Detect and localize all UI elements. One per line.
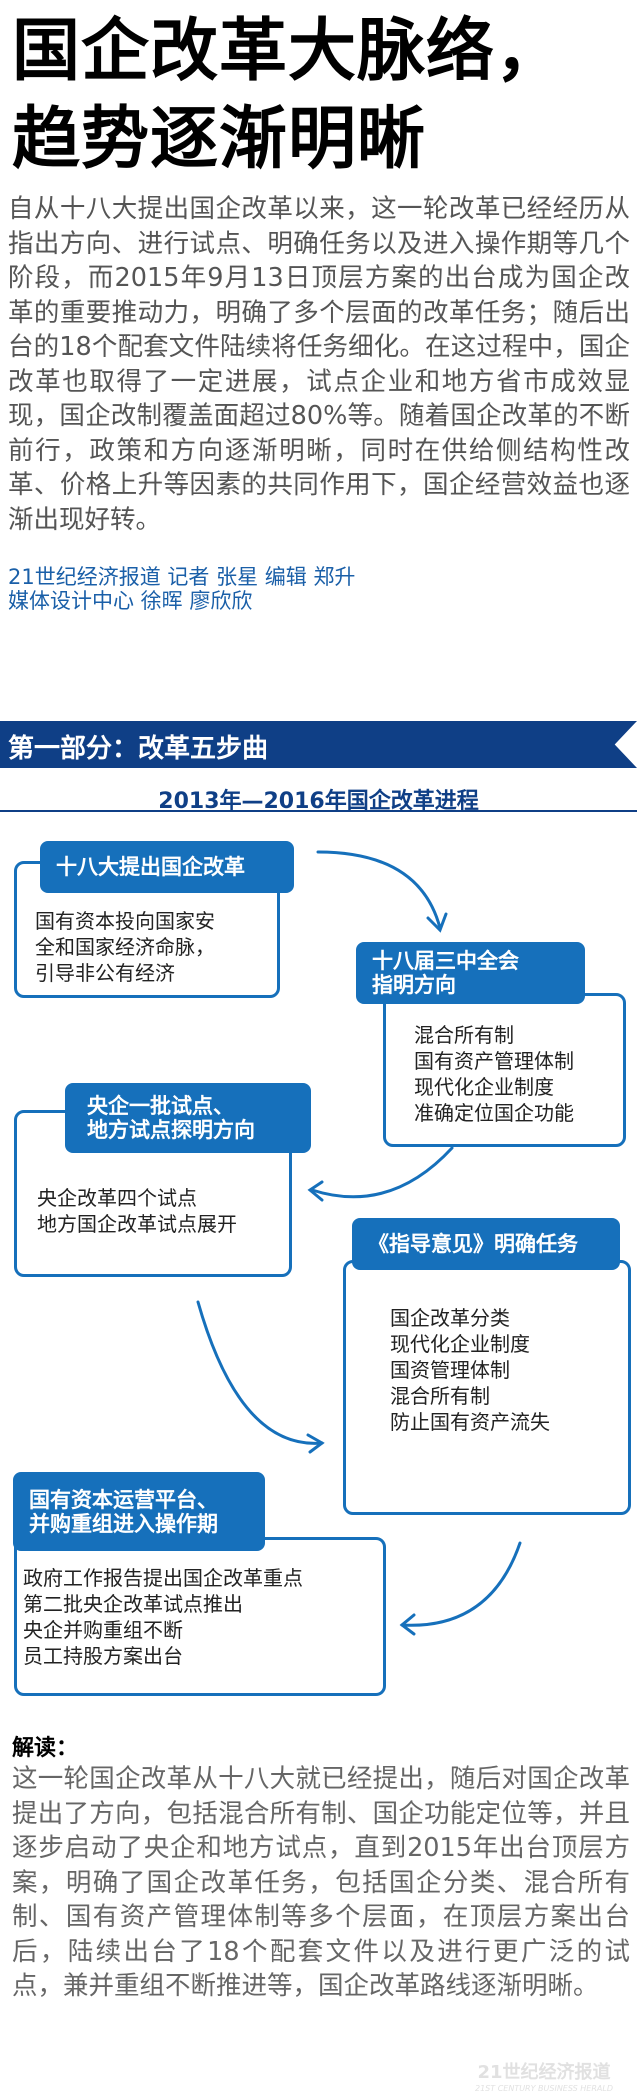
section-banner-label: 第一部分：改革五步曲 [8,734,269,764]
arrow-icon-2 [307,1146,454,1202]
list-item: 国有资本投向国家安 [35,909,215,933]
step-4-header: 《指导意见》明确任务 [352,1218,620,1270]
list-item: 防止国有资产流失 [390,1410,550,1434]
list-item: 准确定位国企功能 [414,1101,574,1125]
byline: 21世纪经济报道 记者 张星 编辑 郑升 媒体设计中心 徐晖 廖欣欣 [8,565,355,613]
arrow-icon-3 [196,1300,325,1454]
watermark-en: 21ST CENTURY BUSINESS HERALD [475,2084,613,2093]
list-item: 员工持股方案出台 [23,1644,183,1668]
arrow-icon-1 [316,850,448,933]
byline-design: 媒体设计中心 徐晖 廖欣欣 [8,589,253,613]
step-4-items: 国企改革分类现代化企业制度国资管理体制混合所有制防止国有资产流失 [390,1305,550,1435]
list-item: 国企改革分类 [390,1306,510,1330]
step-header-line: 国有资本运营平台、 [29,1487,218,1512]
step-header-line: 十八大提出国企改革 [56,855,245,879]
page-title: 国企改革大脉络， 趋势逐渐明晰 [12,8,637,184]
list-item: 引导非公有经济 [35,961,175,985]
step-5-items: 政府工作报告提出国企改革重点第二批央企改革试点推出央企并购重组不断员工持股方案出… [23,1565,303,1669]
step-3-items: 央企改革四个试点地方国企改革试点展开 [37,1185,237,1237]
step-5-header: 国有资本运营平台、并购重组进入操作期 [13,1472,265,1551]
step-1-header: 十八大提出国企改革 [40,841,294,893]
step-header-line: 指明方向 [372,973,456,997]
section-subtitle: 2013年—2016年国企改革进程 [158,789,479,814]
section-banner: 第一部分：改革五步曲 [0,721,637,768]
step-1-items: 国有资本投向国家安全和国家经济命脉，引导非公有经济 [35,908,215,986]
step-2-header: 十八届三中全会指明方向 [356,942,585,1004]
list-item: 政府工作报告提出国企改革重点 [23,1566,303,1590]
step-header-line: 十八届三中全会 [372,949,519,973]
list-item: 国有资产管理体制 [414,1049,574,1073]
list-item: 混合所有制 [390,1384,490,1408]
arrow-icon-4 [399,1541,522,1636]
byline-reporter: 21世纪经济报道 记者 张星 编辑 郑升 [8,565,356,589]
step-header-line: 《指导意见》明确任务 [368,1232,578,1256]
list-item: 央企改革四个试点 [37,1186,197,1210]
list-item: 国资管理体制 [390,1358,510,1382]
list-item: 地方国企改革试点展开 [37,1212,237,1236]
step-2-box [383,993,626,1147]
step-4-box [343,1260,631,1515]
intro-paragraph: 自从十八大提出国企改革以来，这一轮改革已经经历从指出方向、进行试点、明确任务以及… [8,194,630,535]
watermark-logo: 21世纪经济报道 21ST CENTURY BUSINESS HERALD [475,2058,613,2093]
list-item: 混合所有制 [414,1023,514,1047]
list-item: 全和国家经济命脉， [35,935,215,959]
step-5-box [14,1537,386,1696]
step-header-line: 并购重组进入操作期 [29,1511,218,1536]
list-item: 现代化企业制度 [390,1332,530,1356]
analysis-title: 解读： [12,1736,79,1761]
step-header-line: 央企一批试点、 [87,1094,234,1118]
watermark-cn: 21世纪经济报道 [477,2062,611,2083]
list-item: 现代化企业制度 [414,1075,554,1099]
title-line-1: 国企改革大脉络， [12,12,565,91]
list-item: 第二批央企改革试点推出 [23,1592,243,1616]
title-line-2: 趋势逐渐明晰 [12,100,427,179]
divider [0,810,637,812]
analysis-body: 这一轮国企改革从十八大就已经提出，随后对国企改革提出了方向，包括混合所有制、国企… [12,1764,630,2001]
step-header-line: 地方试点探明方向 [87,1118,255,1142]
list-item: 央企并购重组不断 [23,1618,183,1642]
step-2-items: 混合所有制国有资产管理体制现代化企业制度准确定位国企功能 [414,1022,574,1126]
step-3-header: 央企一批试点、地方试点探明方向 [65,1083,311,1153]
